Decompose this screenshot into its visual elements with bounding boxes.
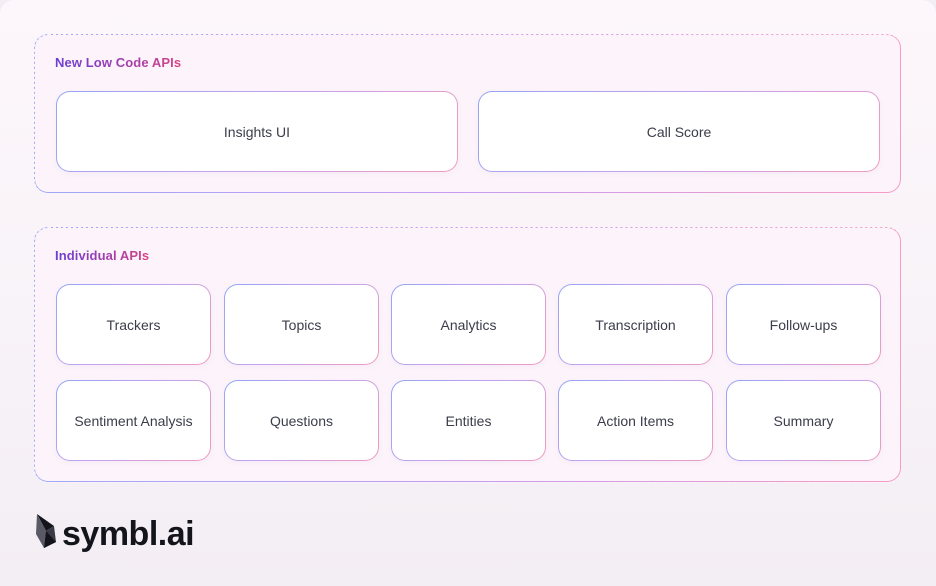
card-analytics[interactable]: Analytics (391, 284, 546, 365)
card-trackers[interactable]: Trackers (56, 284, 211, 365)
card-transcription[interactable]: Transcription (558, 284, 713, 365)
card-insights-ui[interactable]: Insights UI (56, 91, 458, 172)
logo-wordmark: symbl.ai (62, 514, 195, 553)
card-call-score[interactable]: Call Score (478, 91, 880, 172)
low-code-apis-section: New Low Code APIs Insights UI Call Score (33, 33, 902, 194)
individual-apis-section: Individual APIs Trackers Topics Analytic… (33, 226, 902, 483)
card-sentiment-analysis[interactable]: Sentiment Analysis (56, 380, 211, 461)
card-summary[interactable]: Summary (726, 380, 881, 461)
symbl-logo-icon (34, 512, 58, 555)
card-topics[interactable]: Topics (224, 284, 379, 365)
card-action-items[interactable]: Action Items (558, 380, 713, 461)
card-questions[interactable]: Questions (224, 380, 379, 461)
card-follow-ups[interactable]: Follow-ups (726, 284, 881, 365)
card-entities[interactable]: Entities (391, 380, 546, 461)
section-title-low-code: New Low Code APIs (55, 55, 182, 70)
section-title-individual: Individual APIs (55, 248, 150, 263)
symbl-logo: symbl.ai (34, 512, 195, 555)
